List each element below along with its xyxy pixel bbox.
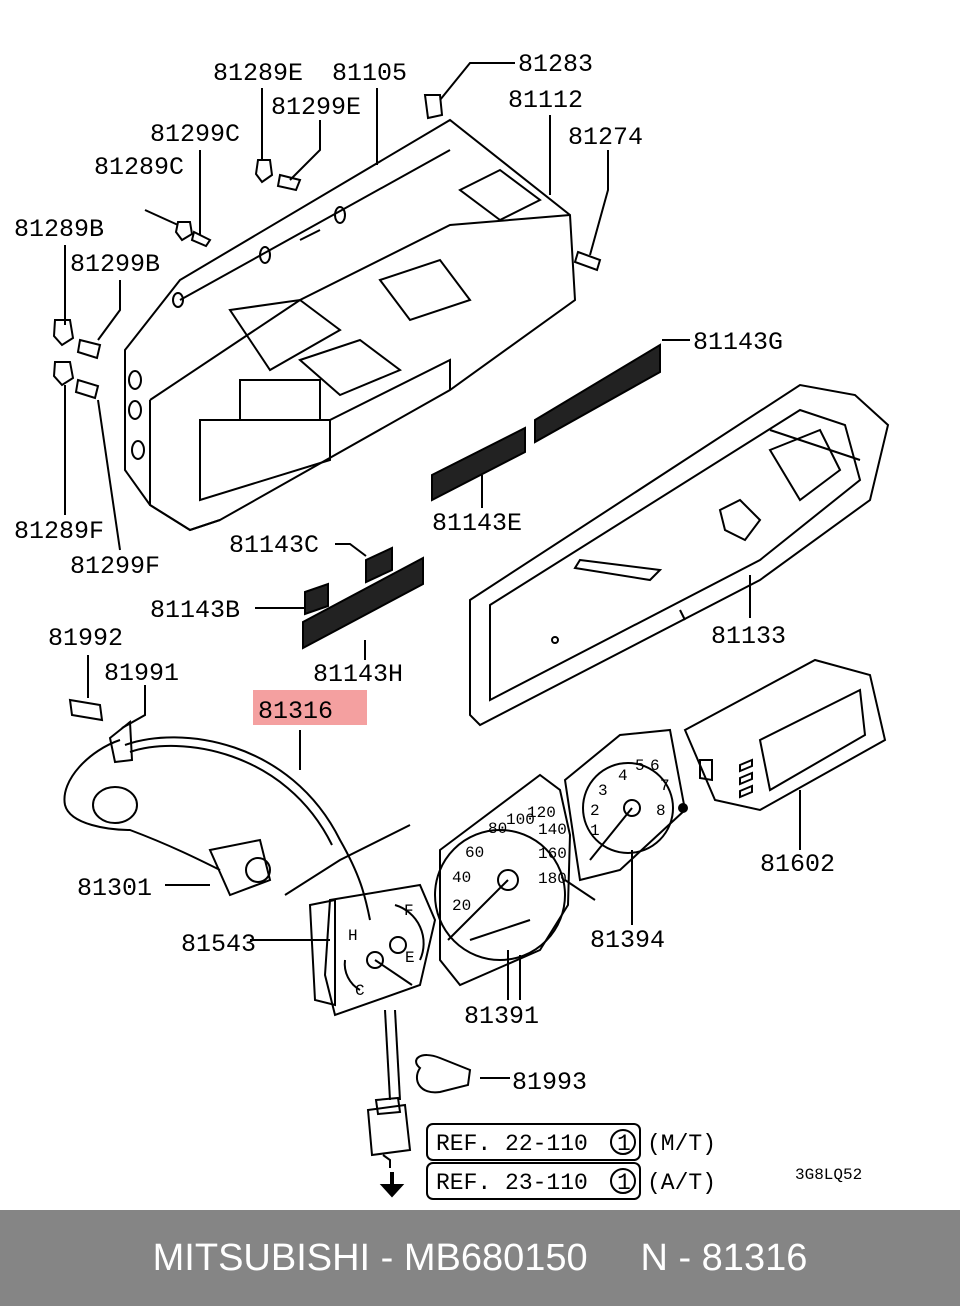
svg-text:E: E [405,949,415,967]
svg-text:4: 4 [618,767,628,785]
footer-bar: MITSUBISHI - MB680150 N - 81316 [0,1210,960,1306]
svg-text:C: C [355,982,365,1000]
svg-text:5: 5 [635,757,645,775]
ref-box-2: REF. 23-110 1 (A/T) [426,1162,716,1200]
cluster-lens-frame [469,383,890,727]
ref-1-suffix: (M/T) [647,1131,716,1157]
label-81299C: 81299C [150,120,240,149]
svg-text:180: 180 [538,870,567,888]
leader-lines-upper [64,62,609,551]
films [255,339,690,660]
label-81289B: 81289B [14,215,104,244]
highlight-box [253,690,367,725]
label-81133: 81133 [711,622,786,651]
leader-lines-lower [250,939,521,1000]
svg-text:2: 2 [590,802,600,820]
svg-text:20: 20 [452,897,471,915]
label-81289E: 81289E [213,59,303,88]
label-81283: 81283 [518,50,593,79]
label-81299E: 81299E [271,93,361,122]
speedometer-face [434,773,596,1000]
label-81143C: 81143C [229,531,319,560]
svg-text:3: 3 [598,782,608,800]
svg-text:7: 7 [660,777,670,795]
label-81143B: 81143B [150,596,240,625]
ref-2-suffix: (A/T) [647,1170,716,1196]
svg-text:120: 120 [527,804,556,822]
label-81992: 81992 [48,624,123,653]
svg-text:H: H [348,927,358,945]
ref-box-1: REF. 22-110 1 (M/T) [426,1123,716,1161]
svg-text:60: 60 [465,844,484,862]
label-81143H: 81143H [313,660,403,689]
label-81299F: 81299F [70,552,160,581]
label-81543: 81543 [181,930,256,959]
svg-text:140: 140 [538,821,567,839]
ref-2-text: REF. 23-110 [436,1170,588,1196]
label-81105: 81105 [332,59,407,88]
svg-text:80: 80 [488,820,507,838]
svg-text:40: 40 [452,869,471,887]
bulb-sockets [52,94,602,400]
label-81143E: 81143E [432,509,522,538]
label-81991: 81991 [104,659,179,688]
label-81602: 81602 [760,850,835,879]
label-81143G: 81143G [693,328,783,357]
footer-text: MITSUBISHI - MB680150 N - 81316 [152,1236,808,1279]
label-81301: 81301 [77,874,152,903]
label-81289F: 81289F [14,517,104,546]
label-81274: 81274 [568,123,643,152]
label-81299B: 81299B [70,250,160,279]
label-81316: 81316 [258,697,333,726]
ref-1-text: REF. 22-110 [436,1131,588,1157]
fuel-temp-gauge [300,883,437,1017]
label-81289C: 81289C [94,153,184,182]
tachometer-face [563,728,688,925]
ref-1-circle: 1 [617,1131,631,1157]
display-panel [683,658,887,850]
svg-text:160: 160 [538,845,567,863]
diagram-code: 3G8LQ52 [795,1166,862,1184]
cable-end [366,1009,510,1198]
cluster-case [124,118,577,532]
label-81394: 81394 [590,926,665,955]
svg-text:6: 6 [650,757,660,775]
label-81112: 81112 [508,86,583,115]
svg-text:F: F [404,902,414,920]
svg-text:8: 8 [656,802,666,820]
svg-text:1: 1 [590,822,600,840]
ref-2-circle: 1 [617,1170,631,1196]
speedometer-cable [63,655,411,921]
svg-text:100: 100 [506,811,535,829]
part-labels: 81289E 81105 81283 81299E 81112 81299C 8… [14,50,835,1097]
label-81391: 81391 [464,1002,539,1031]
label-81993: 81993 [512,1068,587,1097]
